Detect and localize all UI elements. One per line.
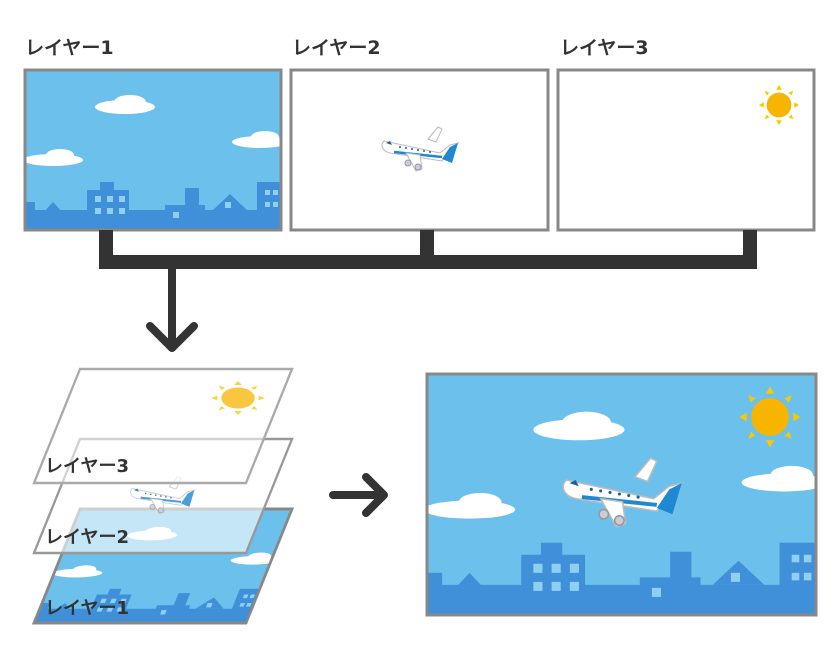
stack-label-layer1: レイヤー1 [45,598,129,619]
merge-connector [99,230,757,269]
stack-label-layer3: レイヤー3 [45,456,129,477]
layer2-panel [289,68,550,232]
layer3-panel [556,68,816,232]
layer1-panel [23,68,283,232]
right-arrow-icon [329,473,388,517]
stack-layer3 [32,367,294,485]
down-arrow-icon [146,264,198,352]
layer3-title: レイヤー3 [560,37,649,59]
layer1-title: レイヤー1 [25,37,114,59]
composited-result [425,372,818,617]
stack-label-layer2: レイヤー2 [45,527,129,548]
layer2-title: レイヤー2 [292,37,381,59]
